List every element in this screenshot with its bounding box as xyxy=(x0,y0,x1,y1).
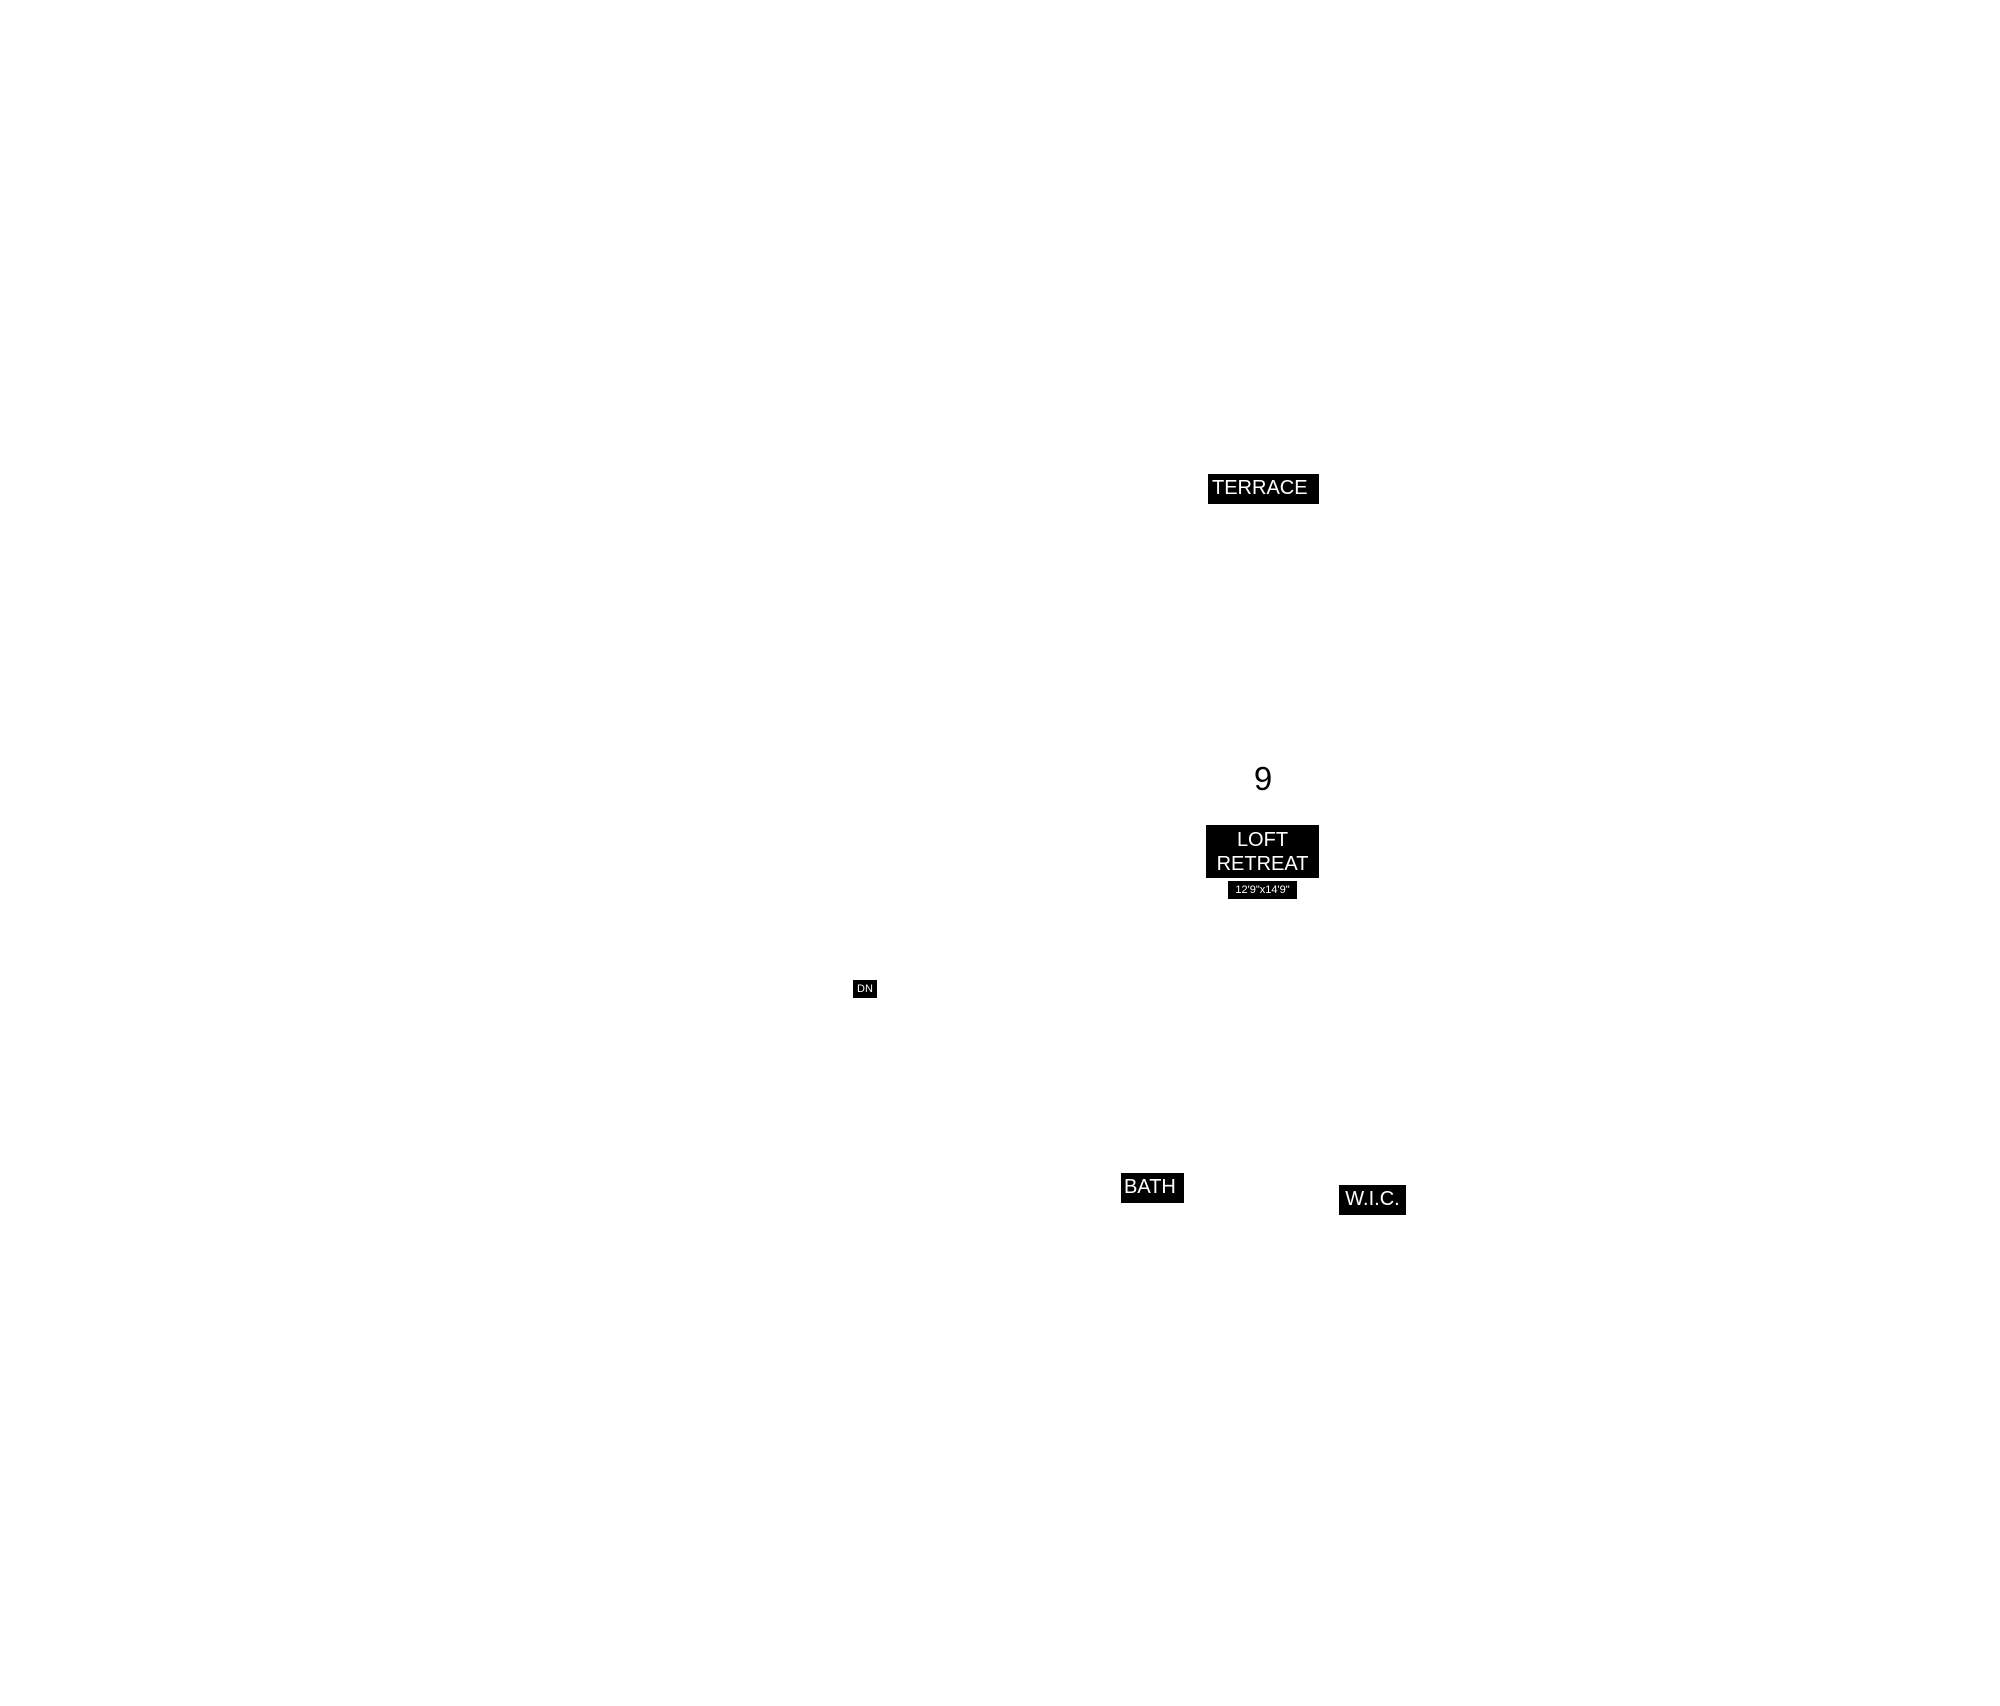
stair-down-label: DN xyxy=(853,980,877,998)
loft-label-line-2: RETREAT xyxy=(1216,853,1309,875)
room-number-label: 9 xyxy=(1253,760,1273,797)
terrace-label: TERRACE xyxy=(1208,474,1319,504)
walk-in-closet-label: W.I.C. xyxy=(1339,1185,1406,1215)
loft-dimensions-label: 12'9"x14'9" xyxy=(1228,881,1297,899)
loft-label-line-1: LOFT xyxy=(1236,829,1289,851)
loft-retreat-label: LOFT RETREAT xyxy=(1206,825,1319,878)
bath-label: BATH xyxy=(1121,1173,1184,1203)
